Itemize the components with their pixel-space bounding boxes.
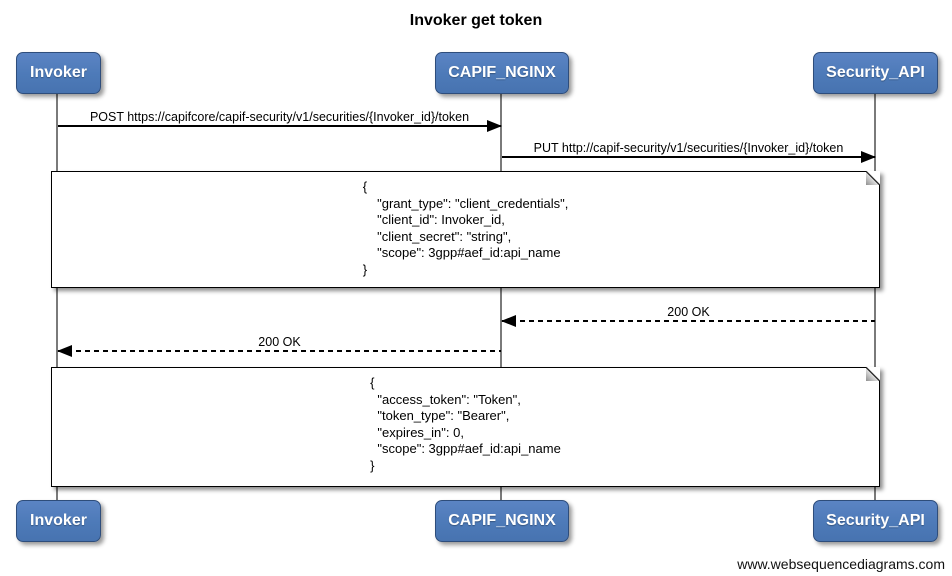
actor-security-api-top: Security_API <box>813 52 938 94</box>
message-line <box>502 320 875 322</box>
message-label: 200 OK <box>667 305 710 319</box>
message-200-ok-nginx-to-invoker: 200 OK <box>57 335 501 357</box>
message-line <box>502 156 875 158</box>
note-dogear-icon <box>866 367 880 381</box>
note-text: { "grant_type": "client_credentials", "c… <box>362 179 569 277</box>
note-text: { "access_token": "Token", "token_type":… <box>370 375 561 473</box>
message-post-token: POST https://capifcore/capif-security/v1… <box>58 110 502 132</box>
arrowhead-left-icon <box>57 345 72 357</box>
message-line <box>58 350 501 352</box>
lifeline-capif-nginx <box>500 94 502 501</box>
lifeline-invoker <box>56 94 58 501</box>
actor-label: Invoker <box>30 64 87 81</box>
message-label: POST https://capifcore/capif-security/v1… <box>89 110 470 124</box>
message-put-token: PUT http://capif-security/v1/securities/… <box>502 141 876 163</box>
actor-invoker-bottom: Invoker <box>16 500 101 542</box>
diagram-title: Invoker get token <box>409 12 543 29</box>
message-line <box>58 125 501 127</box>
arrowhead-right-icon <box>861 151 876 163</box>
actor-label: Security_API <box>826 512 925 529</box>
note-dogear-icon <box>866 171 880 185</box>
actor-label: Invoker <box>30 512 87 529</box>
note-token-request-body: { "grant_type": "client_credentials", "c… <box>51 171 880 288</box>
arrowhead-right-icon <box>487 120 502 132</box>
actor-label: CAPIF_NGINX <box>448 64 556 81</box>
note-token-response-body: { "access_token": "Token", "token_type":… <box>51 367 880 487</box>
actor-label: CAPIF_NGINX <box>448 512 556 529</box>
arrowhead-left-icon <box>501 315 516 327</box>
lifeline-security-api <box>874 94 876 501</box>
actor-security-api-bottom: Security_API <box>813 500 938 542</box>
actor-label: Security_API <box>826 64 925 81</box>
actor-invoker-top: Invoker <box>16 52 101 94</box>
message-200-ok-security-to-nginx: 200 OK <box>501 305 875 327</box>
message-label: PUT http://capif-security/v1/securities/… <box>533 141 844 155</box>
actor-capif-nginx-bottom: CAPIF_NGINX <box>435 500 569 542</box>
watermark-websequencediagrams: www.websequencediagrams.com <box>737 556 945 572</box>
actor-capif-nginx-top: CAPIF_NGINX <box>435 52 569 94</box>
message-label: 200 OK <box>258 335 301 349</box>
